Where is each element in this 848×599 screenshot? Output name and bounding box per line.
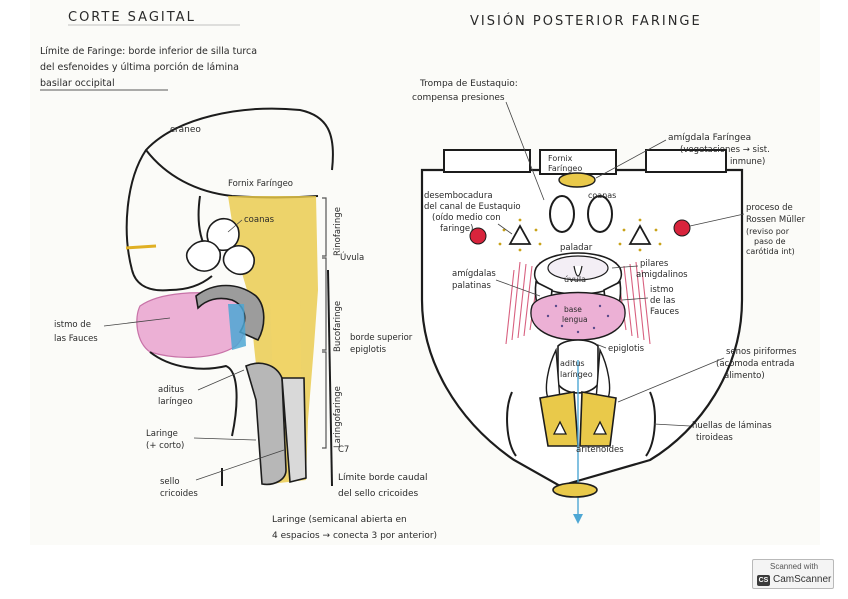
label-fornix-left: Fornix Faríngeo [228, 179, 293, 189]
label-desembocadura-1: desembocadura [424, 191, 493, 201]
label-istmo-right-3: Fauces [650, 307, 680, 317]
label-epiglotis-right: epiglotis [608, 344, 645, 354]
label-proceso-2: Rossen Müller [746, 215, 806, 225]
label-proceso-3: (reviso por [746, 227, 790, 236]
rosenmuller-right [674, 220, 690, 236]
label-senos-1: senos piriformes [726, 347, 797, 357]
watermark-app-name: CamScanner [773, 574, 831, 585]
label-amigdala-2: (vegetaciones → sist. [680, 145, 770, 155]
label-epiglotis-left-2: epiglotis [350, 345, 387, 355]
choana-left [550, 196, 574, 232]
label-paladar: paladar [560, 243, 593, 253]
eustachian-yellow-mark [126, 246, 156, 248]
tongue-pink [137, 293, 246, 358]
camscanner-logo-icon: CS [757, 575, 770, 586]
label-amigdala-1: amígdala Faríngea [668, 133, 751, 143]
label-amigdalas-palatinas-1: amígdalas [452, 269, 496, 279]
choana-right [588, 196, 612, 232]
label-aritenoides: aritenoides [576, 445, 624, 455]
label-desembocadura-3: (oído medio con [432, 213, 501, 223]
label-pilares-2: amigdalinos [636, 270, 688, 280]
limit-note: Límite de Faringe: borde inferior de sil… [40, 46, 257, 90]
camscanner-watermark: Scanned with CS CamScanner [752, 559, 834, 589]
label-c7: C7 [338, 445, 349, 455]
larynx-gray [246, 363, 286, 484]
label-istmo-left-2: las Fauces [54, 334, 98, 344]
label-desembocadura-4: faringe) [440, 224, 473, 234]
arytenoid-right [580, 392, 616, 446]
label-bucofaringe: Bucofaringe [333, 301, 343, 352]
label-coanas-right: coanas [588, 191, 616, 200]
label-istmo-right-1: istmo [650, 285, 674, 295]
label-bottom-note-2: 4 espacios → conecta 3 por anterior) [272, 531, 437, 541]
label-epiglotis-left-1: borde superior [350, 333, 413, 343]
label-laringe-left-2: (+ corto) [146, 441, 184, 451]
label-senos-2: (acomoda entrada [716, 359, 794, 369]
limit-note-line-1: Límite de Faringe: borde inferior de sil… [40, 46, 257, 57]
label-istmo-left-1: istmo de [54, 320, 91, 330]
label-amigdala-3: inmune) [730, 157, 765, 167]
label-aditus-right-2: laríngeo [560, 370, 593, 379]
limit-note-line-2: del esfenoides y última porción de lámin… [40, 62, 239, 73]
label-trompa-1: Trompa de Eustaquio: [419, 79, 518, 89]
label-limite-caudal-2: del sello cricoides [338, 489, 419, 499]
label-laringofaringe: Laringofaringe [333, 386, 343, 448]
label-proceso-5: carótida int) [746, 246, 795, 256]
label-trompa-2: compensa presiones [412, 93, 505, 103]
label-base-lengua-2: lengua [562, 315, 588, 324]
label-base-lengua-1: base [564, 305, 582, 314]
right-title: VISIÓN POSTERIOR FARINGE [470, 13, 702, 29]
label-rinofaringe: Rinofaringe [333, 207, 343, 256]
label-laringe-left-1: Laringe [146, 429, 178, 439]
label-desembocadura-2: del canal de Eustaquio [424, 202, 521, 212]
region-brackets [322, 198, 326, 448]
label-amigdalas-palatinas-2: palatinas [452, 281, 491, 291]
top-block-left [444, 150, 530, 172]
label-coanas-left: coanas [244, 215, 275, 225]
label-uvula-right: úvula [564, 275, 586, 284]
limit-note-line-3: basilar occipital [40, 78, 115, 89]
watermark-scanned-with: Scanned with [753, 562, 835, 571]
label-aditus-right-1: aditus [560, 359, 585, 368]
label-proceso-4: paso de [754, 237, 786, 246]
label-pilares-1: pilares [640, 259, 669, 269]
label-senos-3: alimento) [724, 371, 765, 381]
label-limite-caudal-1: Límite borde caudal [338, 473, 427, 483]
label-huellas-2: tiroideas [696, 433, 733, 443]
blue-axis-arrow [573, 514, 583, 524]
label-huellas-1: huellas de láminas [692, 421, 772, 431]
label-aditus-left-2: laríngeo [158, 397, 193, 407]
leader-laringe-left [194, 438, 256, 440]
label-aditus-left-1: aditus [158, 385, 185, 395]
label-proceso-1: proceso de [746, 203, 793, 213]
label-uvula-left: Úvula [340, 251, 364, 263]
label-sello-2: cricoides [160, 489, 198, 499]
left-title: CORTE SAGITAL [68, 10, 196, 25]
label-bottom-note-1: Laringe (semicanal abierta en [272, 515, 407, 525]
label-craneo: cráneo [170, 125, 201, 135]
label-istmo-right-2: de las [650, 296, 676, 306]
pharyngeal-tonsil [559, 173, 595, 187]
label-sello-1: sello [160, 477, 180, 487]
label-fornix-right-2: Faríngeo [548, 164, 582, 173]
esophagus-entry [553, 483, 597, 497]
label-fornix-right-1: Fornix [548, 154, 573, 163]
